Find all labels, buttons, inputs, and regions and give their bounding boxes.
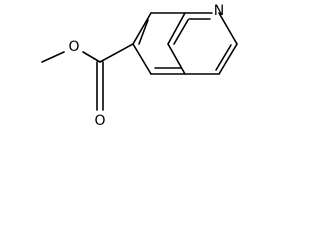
- bond-c6-carbonyl: [99, 43, 134, 63]
- quinoline-ester-structure: N O O: [41, 3, 238, 129]
- bond-c4a-c8a-inner: [173, 19, 189, 45]
- bond-ester-oxygen-methyl: [41, 51, 65, 63]
- bond-c4a-c8a: [167, 12, 186, 45]
- bond-c2-c3-inner: [215, 44, 232, 71]
- chemical-structure-canvas: N O O: [0, 0, 250, 138]
- nitrogen-label: N: [214, 3, 224, 19]
- ester-oxygen-double-label: O: [94, 113, 105, 129]
- bond-c7-c6: [132, 43, 152, 75]
- ester-oxygen-single-label: O: [68, 39, 79, 55]
- bond-c4-c4a: [167, 43, 186, 75]
- bond-carbonyl-ester-oxygen: [82, 51, 101, 63]
- bond-c2-c3: [218, 43, 238, 75]
- bond-n1-c2: [218, 12, 238, 45]
- bond-c8-c7-inner: [138, 19, 149, 45]
- bond-c8-c7: [132, 12, 152, 45]
